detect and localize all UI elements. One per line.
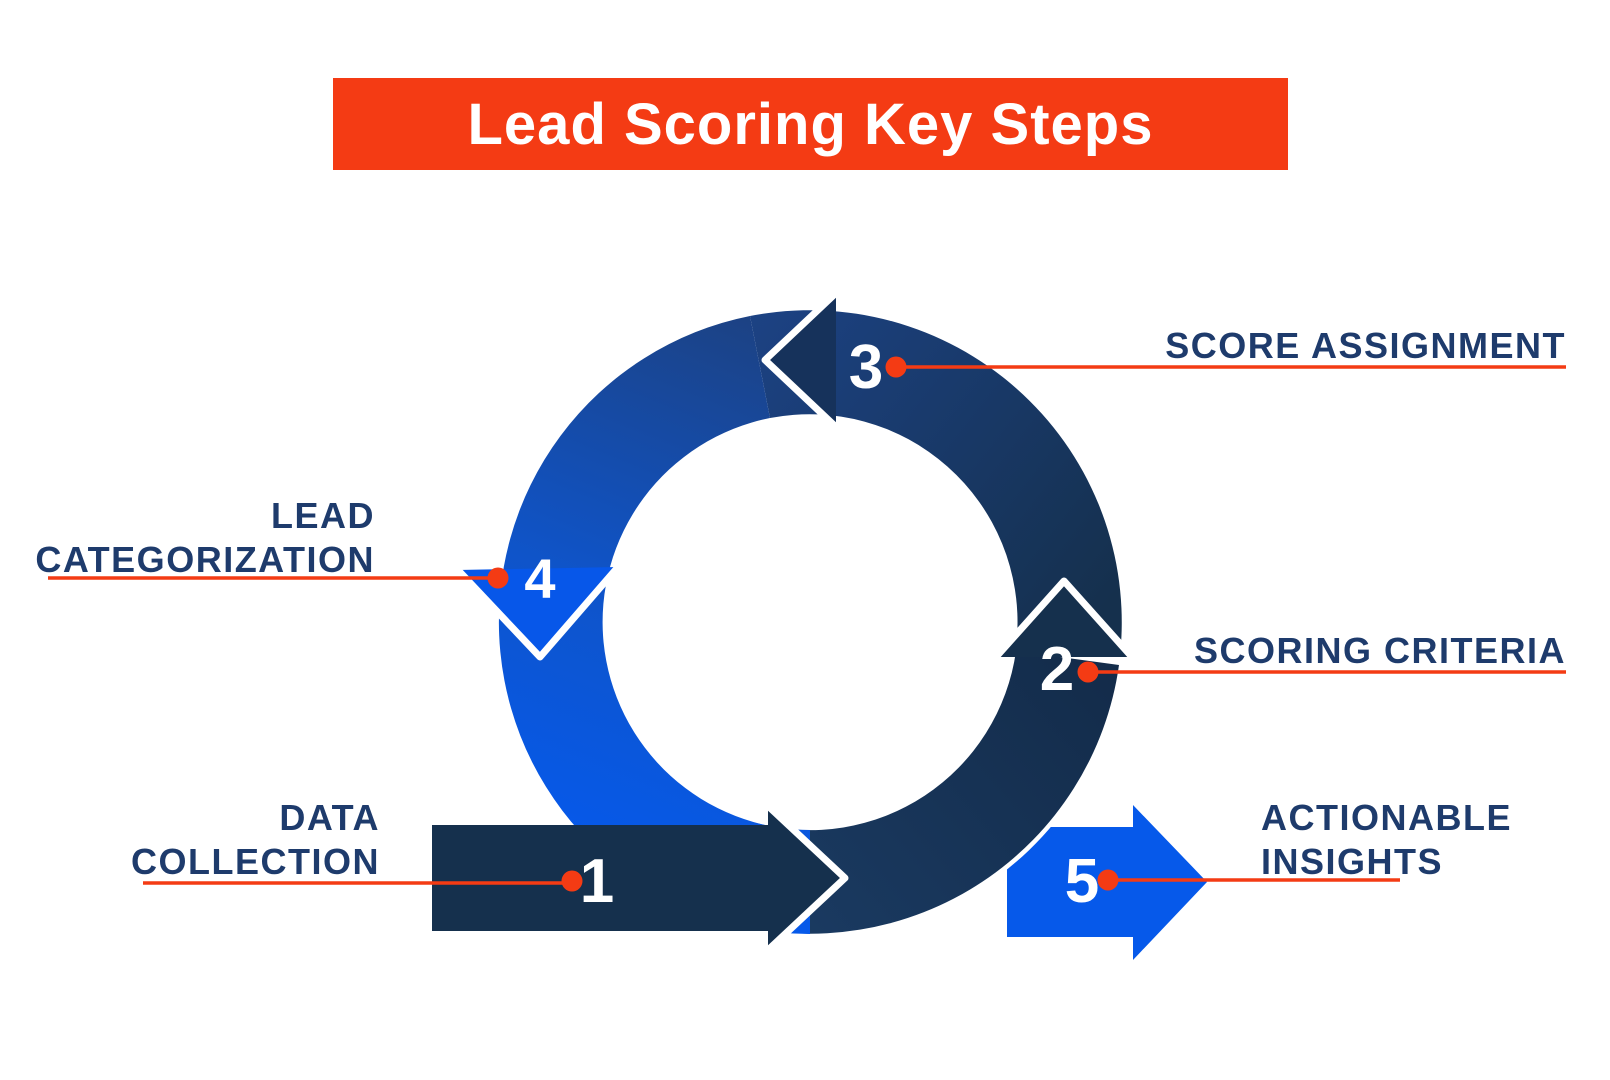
leader-dot-step-2	[1077, 661, 1099, 683]
label-line: INSIGHTS	[1261, 841, 1444, 882]
label-line: ACTIONABLE	[1261, 797, 1512, 838]
title-banner: Lead Scoring Key Steps	[333, 78, 1288, 170]
step-number-2: 2	[1040, 635, 1074, 704]
label-line: SCORE ASSIGNMENT	[1165, 325, 1566, 366]
step-number-1: 1	[580, 847, 614, 916]
ring-segment-right-top	[750, 310, 1122, 644]
ring-segment-left-blue	[498, 316, 810, 934]
label-actionable-insights: ACTIONABLE INSIGHTS	[1261, 796, 1512, 884]
step-number-4: 4	[524, 547, 555, 610]
label-line: CATEGORIZATION	[35, 539, 375, 580]
label-data-collection: DATA COLLECTION	[131, 796, 380, 884]
step-number-5: 5	[1065, 847, 1099, 916]
leader-dot-step-5	[1097, 869, 1119, 891]
label-line: SCORING CRITERIA	[1193, 630, 1566, 671]
label-line: COLLECTION	[131, 841, 380, 882]
leader-dot-step-1	[561, 870, 583, 892]
arrowhead-step-2	[992, 577, 1136, 661]
label-score-assignment: SCORE ASSIGNMENT	[1165, 324, 1566, 368]
arrow-step-1-tail	[432, 825, 772, 931]
arrowhead-step-1	[764, 802, 849, 954]
label-scoring-criteria: SCORING CRITERIA	[1194, 629, 1566, 673]
page-title: Lead Scoring Key Steps	[467, 91, 1154, 157]
label-line: DATA	[279, 797, 380, 838]
arrowhead-step-4	[454, 563, 622, 661]
leader-dot-step-3	[885, 356, 907, 378]
label-lead-categorization: LEAD CATEGORIZATION	[35, 494, 375, 582]
label-line: LEAD	[271, 495, 375, 536]
leader-dot-step-4	[487, 567, 509, 589]
step-number-3: 3	[849, 333, 883, 402]
arrowhead-step-3	[761, 289, 840, 431]
